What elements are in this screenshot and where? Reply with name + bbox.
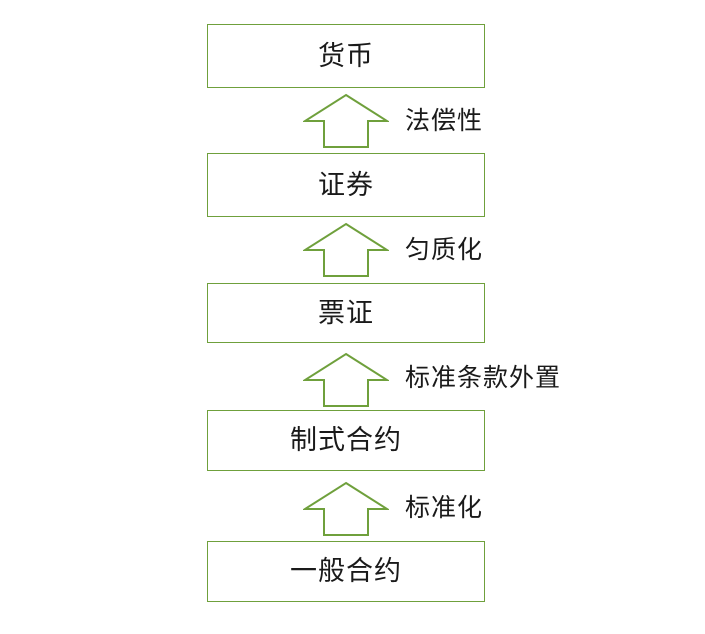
node-label-1: 货币 bbox=[318, 40, 374, 72]
edge-label-2: 匀质化 bbox=[405, 235, 484, 264]
node-box-4[interactable]: 制式合约 bbox=[207, 410, 485, 471]
edge-label-3: 标准条款外置 bbox=[405, 363, 562, 392]
edge-arrow-3 bbox=[303, 352, 389, 408]
node-box-3[interactable]: 票证 bbox=[207, 283, 485, 343]
node-box-2[interactable]: 证券 bbox=[207, 153, 485, 217]
node-label-5: 一般合约 bbox=[290, 556, 402, 587]
edge-label-4: 标准化 bbox=[405, 493, 484, 522]
node-box-5[interactable]: 一般合约 bbox=[207, 541, 485, 602]
node-label-3: 票证 bbox=[318, 297, 374, 329]
up-arrow-icon bbox=[303, 222, 389, 277]
up-arrow-icon bbox=[303, 93, 389, 148]
node-box-1[interactable]: 货币 bbox=[207, 24, 485, 88]
up-arrow-icon bbox=[303, 352, 389, 407]
up-arrow-icon bbox=[303, 481, 389, 536]
edge-arrow-2 bbox=[303, 222, 389, 278]
edge-label-1: 法偿性 bbox=[405, 106, 484, 135]
edge-arrow-1 bbox=[303, 93, 389, 149]
node-label-2: 证券 bbox=[318, 169, 374, 201]
node-label-4: 制式合约 bbox=[290, 425, 402, 456]
edge-arrow-4 bbox=[303, 481, 389, 537]
